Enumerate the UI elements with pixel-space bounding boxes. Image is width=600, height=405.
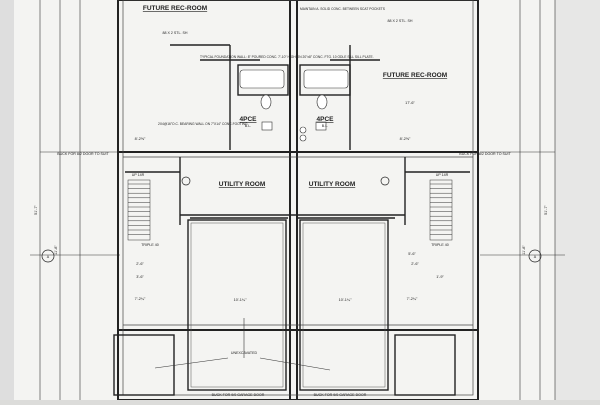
dim-8: 7'-2¼" bbox=[135, 297, 146, 301]
buck-left-note: BUCK FOR 8/2 DOOR TO SUIT bbox=[57, 152, 109, 156]
beam-note: MAINTAIN A. SOLID CONC. BETWEEN SCAT POC… bbox=[300, 7, 386, 11]
dim-10: 3'-6" bbox=[136, 275, 144, 279]
dim-9: 7'-2¼" bbox=[407, 297, 418, 301]
garage-right-note: BUCK FOR 9/0 GARAGE DOOR bbox=[314, 393, 367, 397]
up-left-note: UP 14R bbox=[132, 173, 145, 177]
rec-room-left-label: FUTURE REC-ROOM bbox=[143, 5, 207, 12]
garage-slabs bbox=[113, 219, 456, 396]
triple-right-note: TRIPLE 40 bbox=[431, 243, 449, 247]
triple-left-note: TRIPLE 40 bbox=[141, 243, 159, 247]
bath-left-label: 4PCE bbox=[240, 116, 258, 123]
bath-right-sub: B.L. bbox=[322, 124, 328, 128]
interior-walls bbox=[125, 44, 470, 225]
up-right-note: UP 14R bbox=[436, 173, 449, 177]
unexcavated-arrows bbox=[154, 318, 331, 371]
dim-2: 17'-6" bbox=[405, 101, 415, 105]
section-markers bbox=[41, 176, 542, 263]
dim-right-total: 51'-7" bbox=[544, 205, 548, 215]
garage-left-note: BUCK FOR 9/0 GARAGE DOOR bbox=[212, 393, 265, 397]
unexcavated-label: UNEXCAVATED bbox=[231, 351, 258, 355]
utility-left-label: UTILITY ROOM bbox=[219, 181, 265, 188]
dim-1: 8'-2⅝" bbox=[135, 137, 146, 141]
bearing-wall-note: 2X4@16"O.C. BEARING WALL ON 7"X14" CONC.… bbox=[158, 122, 248, 126]
outer-dimension-lines bbox=[30, 0, 565, 400]
dim-7: 10'-1¼" bbox=[339, 298, 352, 302]
dim-right-mid: 11'-8" bbox=[522, 245, 526, 255]
stairs bbox=[127, 179, 453, 241]
dim-4: 2'-6" bbox=[136, 262, 144, 266]
bathroom-fixtures bbox=[239, 69, 349, 142]
utility-right-label: UTILITY ROOM bbox=[309, 181, 355, 188]
buck-right-note: BUCK FOR 8/2 DOOR TO SUIT bbox=[459, 152, 511, 156]
dim-3: 8'-2⅝" bbox=[400, 137, 411, 141]
dim-5: 2'-6" bbox=[411, 262, 419, 266]
rec-room-right-label: FUTURE REC-ROOM bbox=[383, 72, 447, 79]
section-a-right: A bbox=[534, 255, 537, 259]
window-right-note: 88 X 2 STL. SH bbox=[388, 19, 413, 23]
window-left-note: 88 X 2 STL. SH bbox=[163, 31, 188, 35]
bath-right-label: 4PCE bbox=[317, 116, 335, 123]
dim-left-total: 51'-7" bbox=[34, 205, 38, 215]
dim-6: 10'-1¼" bbox=[234, 298, 247, 302]
dim-12: 5'-6" bbox=[408, 252, 416, 256]
dim-11: 1'-9" bbox=[436, 275, 444, 279]
foundation-note: TYPICAL FOUNDATION WALL: 8" POURED CONC.… bbox=[200, 55, 374, 59]
bath-left-sub: B.L. bbox=[245, 124, 251, 128]
section-a-left: A bbox=[47, 255, 50, 259]
dim-left-mid: 11'-8" bbox=[54, 245, 58, 255]
